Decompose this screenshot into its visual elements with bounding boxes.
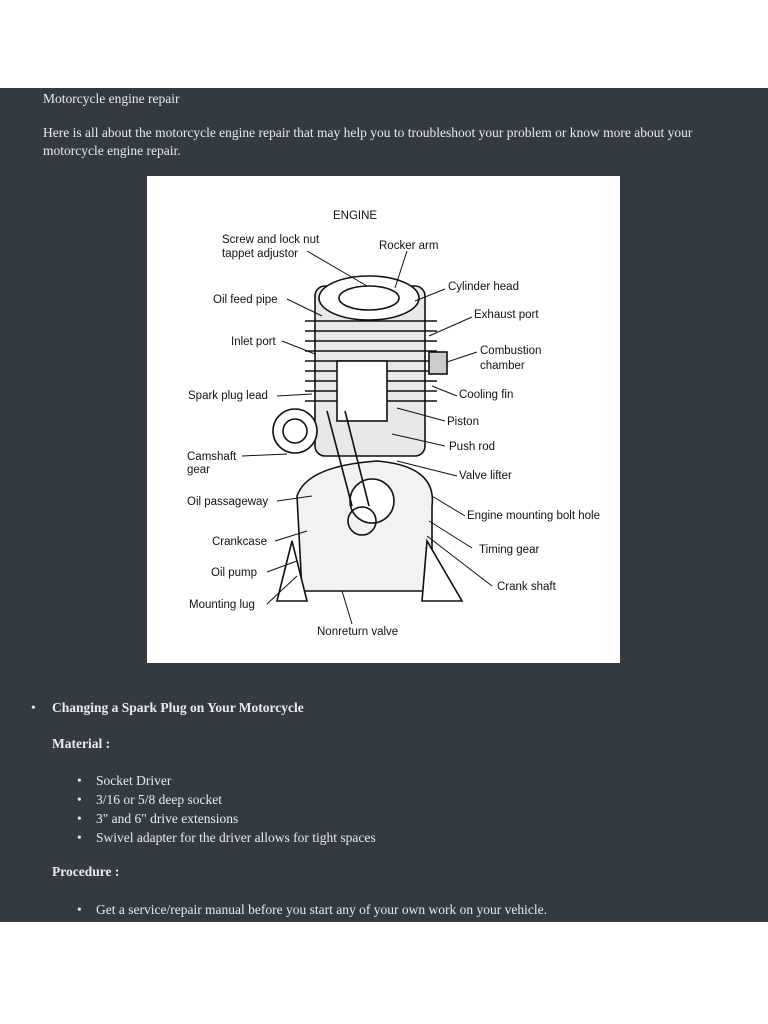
label-oil-passageway: Oil passageway: [187, 496, 268, 508]
engine-diagram: ENGINE Screw and lock nut tappet adjusto…: [147, 176, 620, 663]
label-cooling-fin: Cooling fin: [459, 389, 513, 401]
label-piston: Piston: [447, 416, 479, 428]
label-camshaft: Camshaft: [187, 451, 237, 463]
label-screw-and-lock-nut: Screw and lock nut: [222, 234, 320, 246]
label-spark-plug-lead: Spark plug lead: [188, 390, 268, 402]
material-heading: Material :: [52, 736, 110, 752]
list-item: Socket Driver: [77, 771, 376, 790]
label-valve-lifter: Valve lifter: [459, 470, 512, 482]
procedure-heading: Procedure :: [52, 864, 119, 880]
label-engine-mounting-bolt-hole: Engine mounting bolt hole: [467, 510, 600, 522]
materials-list: Socket Driver 3/16 or 5/8 deep socket 3"…: [77, 771, 376, 847]
label-inlet-port: Inlet port: [231, 336, 277, 348]
label-camshaft-gear: gear: [187, 464, 210, 476]
engine-drawing: [273, 276, 462, 601]
label-crankcase: Crankcase: [212, 536, 267, 548]
list-item: 3/16 or 5/8 deep socket: [77, 790, 376, 809]
spark-plug-section: • Changing a Spark Plug on Your Motorcyc…: [52, 700, 732, 716]
list-item: 3" and 6" drive extensions: [77, 809, 376, 828]
diagram-heading: ENGINE: [333, 210, 377, 222]
label-tappet-adjustor: tappet adjustor: [222, 248, 298, 260]
label-oil-feed-pipe: Oil feed pipe: [213, 294, 278, 306]
intro-paragraph: Here is all about the motorcycle engine …: [43, 124, 723, 160]
label-cylinder-head: Cylinder head: [448, 281, 519, 293]
label-crank-shaft: Crank shaft: [497, 581, 557, 593]
section-title: Changing a Spark Plug on Your Motorcycle: [52, 700, 732, 716]
engine-diagram-svg: ENGINE Screw and lock nut tappet adjusto…: [147, 176, 620, 663]
label-nonreturn-valve: Nonreturn valve: [317, 626, 398, 638]
document-title: Motorcycle engine repair: [43, 91, 179, 107]
section-bullet: •: [31, 700, 36, 716]
procedure-list: Get a service/repair manual before you s…: [77, 900, 547, 919]
document-page: Motorcycle engine repair Here is all abo…: [0, 88, 768, 922]
label-exhaust-port: Exhaust port: [474, 309, 539, 321]
list-item: Swivel adapter for the driver allows for…: [77, 828, 376, 847]
label-combustion: Combustion: [480, 345, 541, 357]
label-timing-gear: Timing gear: [479, 544, 539, 556]
label-oil-pump: Oil pump: [211, 567, 257, 579]
label-chamber: chamber: [480, 360, 525, 372]
list-item: Get a service/repair manual before you s…: [77, 900, 547, 919]
label-rocker-arm: Rocker arm: [379, 240, 438, 252]
label-mounting-lug: Mounting lug: [189, 599, 255, 611]
label-push-rod: Push rod: [449, 441, 495, 453]
